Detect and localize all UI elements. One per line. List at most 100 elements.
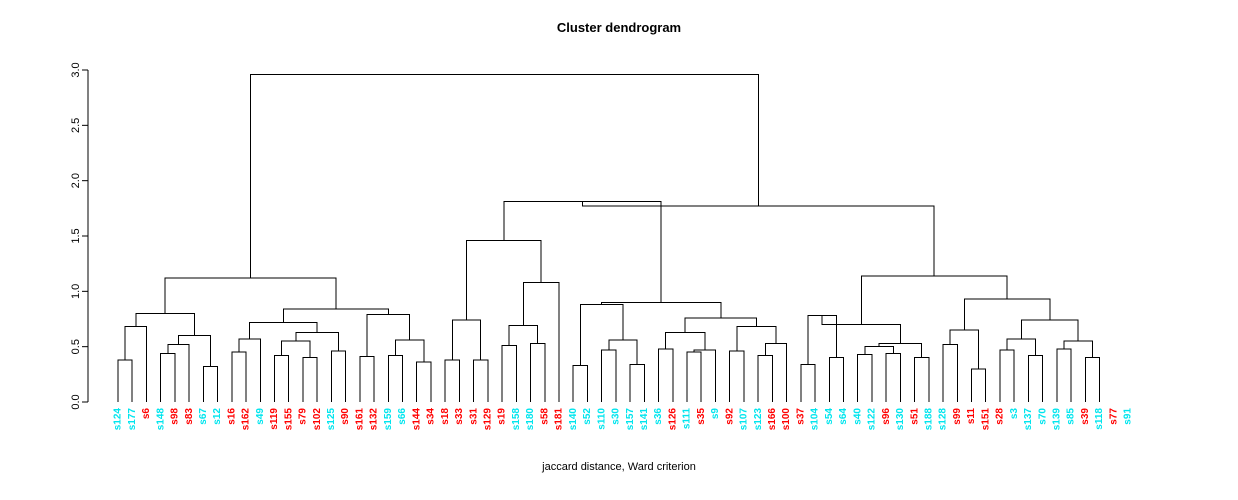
leaf-label: s110 — [596, 408, 607, 430]
merge-link — [508, 325, 539, 346]
merge-link — [295, 331, 339, 352]
leaf-label: s66 — [397, 408, 408, 425]
leaf-label: s31 — [468, 408, 479, 425]
merge-link — [282, 308, 389, 323]
leaf-label: s118 — [1094, 408, 1105, 430]
merge-link — [658, 348, 674, 402]
x-axis-label: jaccard distance, Ward criterion — [541, 461, 696, 473]
merge-link — [764, 342, 788, 402]
leaf-label: s85 — [1066, 408, 1077, 425]
y-axis-tick-label: 2.5 — [70, 118, 82, 133]
merge-link — [249, 73, 759, 279]
merge-link — [394, 339, 425, 363]
y-axis-tick-label: 1.5 — [70, 228, 82, 243]
leaf-label: s67 — [198, 408, 209, 425]
merge-link — [117, 359, 133, 402]
leaf-label: s148 — [155, 408, 166, 431]
merge-link — [238, 338, 261, 402]
leaf-label: s129 — [482, 408, 493, 431]
leaf-label: s111 — [682, 408, 693, 430]
leaf-label: s98 — [170, 408, 181, 425]
leaf-label: s18 — [440, 408, 451, 425]
merge-link — [522, 281, 560, 402]
leaf-label: s36 — [653, 408, 664, 425]
merge-link — [1006, 338, 1037, 356]
y-axis-tick-label: 2.0 — [70, 173, 82, 188]
merge-link — [864, 346, 894, 355]
leaf-label: s161 — [354, 408, 365, 431]
leaf-label: s16 — [226, 408, 237, 425]
merge-link — [582, 201, 935, 276]
leaf-label: s83 — [184, 408, 195, 425]
leaf-label: s157 — [625, 408, 636, 431]
leaf-label: s158 — [511, 408, 522, 431]
leaf-label: s119 — [269, 408, 280, 430]
leaf-label: s188 — [923, 408, 934, 431]
leaf-label: s151 — [980, 408, 991, 431]
leaf-label: s3 — [1009, 408, 1020, 420]
leaf-label: s181 — [554, 408, 565, 431]
leaf-label: s122 — [867, 408, 878, 431]
leaf-label: s125 — [326, 408, 337, 431]
leaf-label: s11 — [966, 408, 977, 425]
leaf-label: s49 — [255, 408, 266, 425]
merge-link — [686, 351, 702, 402]
y-axis-tick-label: 0.0 — [70, 394, 82, 409]
merge-link — [124, 326, 147, 402]
leaf-label: s6 — [141, 408, 152, 420]
leaf-label: s77 — [1108, 408, 1119, 425]
leaf-label: s123 — [753, 408, 764, 431]
leaf-label: s33 — [454, 408, 465, 425]
merge-link — [135, 312, 195, 336]
leaf-label: s51 — [909, 408, 920, 425]
dendrogram-tree — [117, 73, 1101, 402]
merge-link — [949, 329, 980, 369]
merge-link — [693, 349, 716, 402]
leaf-label: s137 — [1023, 408, 1034, 431]
y-axis-tick-label: 3.0 — [70, 62, 82, 77]
merge-link — [963, 298, 1051, 331]
leaf-label: s64 — [838, 408, 849, 425]
leaf-label: s35 — [696, 408, 707, 425]
merge-link — [359, 356, 375, 402]
leaf-label: s79 — [298, 408, 309, 425]
merge-link — [444, 359, 460, 402]
merge-link — [330, 350, 347, 402]
merge-link — [160, 352, 176, 402]
merge-link — [416, 361, 432, 402]
leaf-label: s92 — [724, 408, 735, 425]
leaf-label: s126 — [667, 408, 678, 431]
merge-link — [1020, 319, 1079, 342]
leaf-label: s70 — [1037, 408, 1048, 425]
merge-link — [601, 349, 617, 402]
y-axis-tick-label: 1.0 — [70, 284, 82, 299]
leaf-label: s124 — [113, 408, 124, 431]
merge-link — [503, 201, 662, 303]
merge-link — [302, 357, 318, 402]
merge-link — [273, 355, 290, 402]
y-axis-tick-label: 0.5 — [70, 339, 82, 354]
leaf-label: s141 — [639, 408, 650, 431]
merge-link — [366, 314, 411, 357]
leaf-label: s132 — [369, 408, 380, 431]
leaf-label: s102 — [312, 408, 323, 431]
merge-link — [164, 277, 337, 314]
y-axis: 0.0 0.5 1.0 1.5 2.0 2.5 3.0 — [70, 62, 89, 410]
leaf-label: s58 — [539, 408, 550, 425]
merge-link — [473, 359, 489, 402]
leaf-label: s159 — [383, 408, 394, 431]
merge-link — [942, 343, 958, 402]
leaf-label: s177 — [127, 408, 138, 431]
merge-link — [1084, 357, 1101, 402]
merge-link — [177, 335, 211, 367]
leaf-label: s144 — [411, 408, 422, 431]
merge-link — [736, 326, 777, 352]
leaf-label: s166 — [767, 408, 778, 431]
merge-link — [999, 349, 1015, 402]
leaf-label: s104 — [810, 408, 821, 431]
leaf-label: s54 — [824, 408, 835, 425]
merge-link — [451, 319, 482, 360]
merge-link — [629, 363, 645, 402]
leaf-label: s100 — [781, 408, 792, 431]
leaf-label: s40 — [852, 408, 863, 425]
